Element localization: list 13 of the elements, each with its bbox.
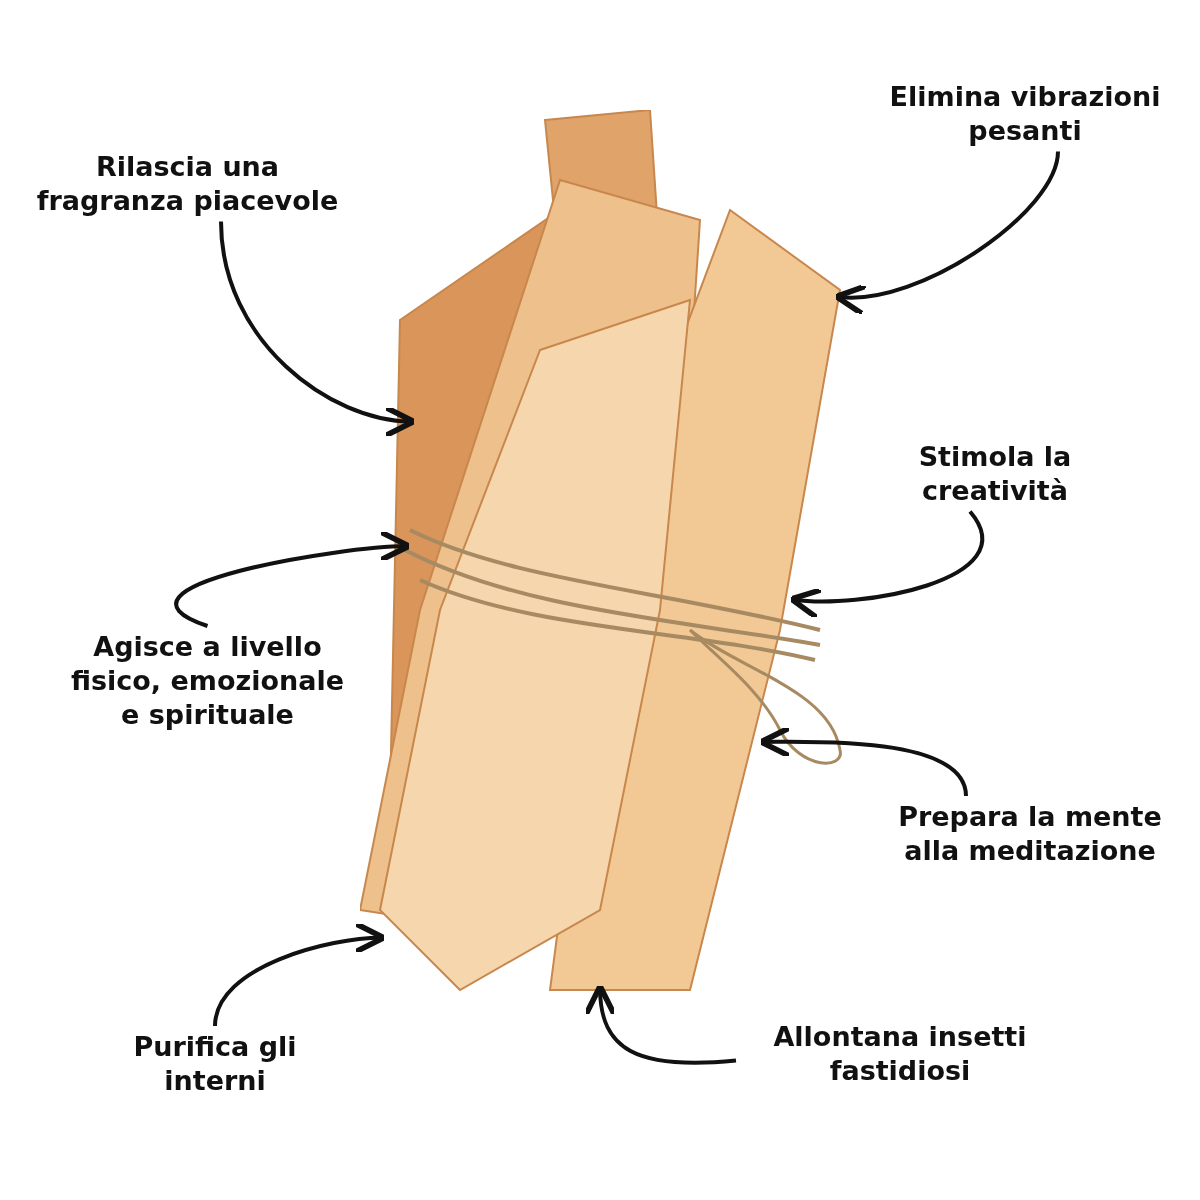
callout-text: Allontana insetti fastidiosi	[740, 1020, 1060, 1088]
curved-arrow	[833, 151, 1060, 315]
callout-text: Stimola la creatività	[870, 440, 1120, 508]
callout-text: Purifica gli interni	[90, 1030, 340, 1098]
callout-text: Elimina vibrazioni pesanti	[860, 80, 1190, 148]
curved-arrow	[213, 922, 387, 1027]
curved-arrow	[584, 983, 737, 1065]
curved-arrow	[219, 221, 417, 437]
curved-arrow	[788, 510, 984, 619]
callout-text: Rilascia una fragranza piacevole	[20, 150, 355, 218]
curved-arrow	[174, 530, 412, 628]
callout-text: Agisce a livello fisico, emozionale e spirituale	[60, 630, 355, 732]
callout-text: Prepara la mente alla meditazione	[870, 800, 1190, 868]
